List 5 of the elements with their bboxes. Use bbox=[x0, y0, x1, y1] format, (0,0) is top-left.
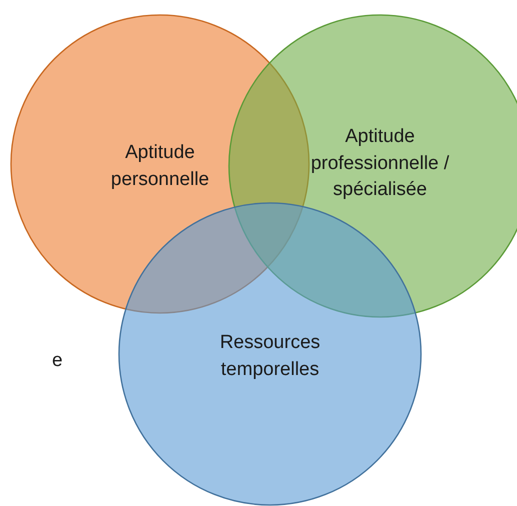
text-fragment: e bbox=[52, 350, 63, 372]
circle-label: Aptitude professionnelle / spécialisée bbox=[310, 125, 450, 202]
circle-label: Ressources temporelles bbox=[218, 331, 322, 382]
circle-label: Aptitude personnelle bbox=[110, 141, 210, 192]
venn-circle bbox=[118, 202, 422, 506]
